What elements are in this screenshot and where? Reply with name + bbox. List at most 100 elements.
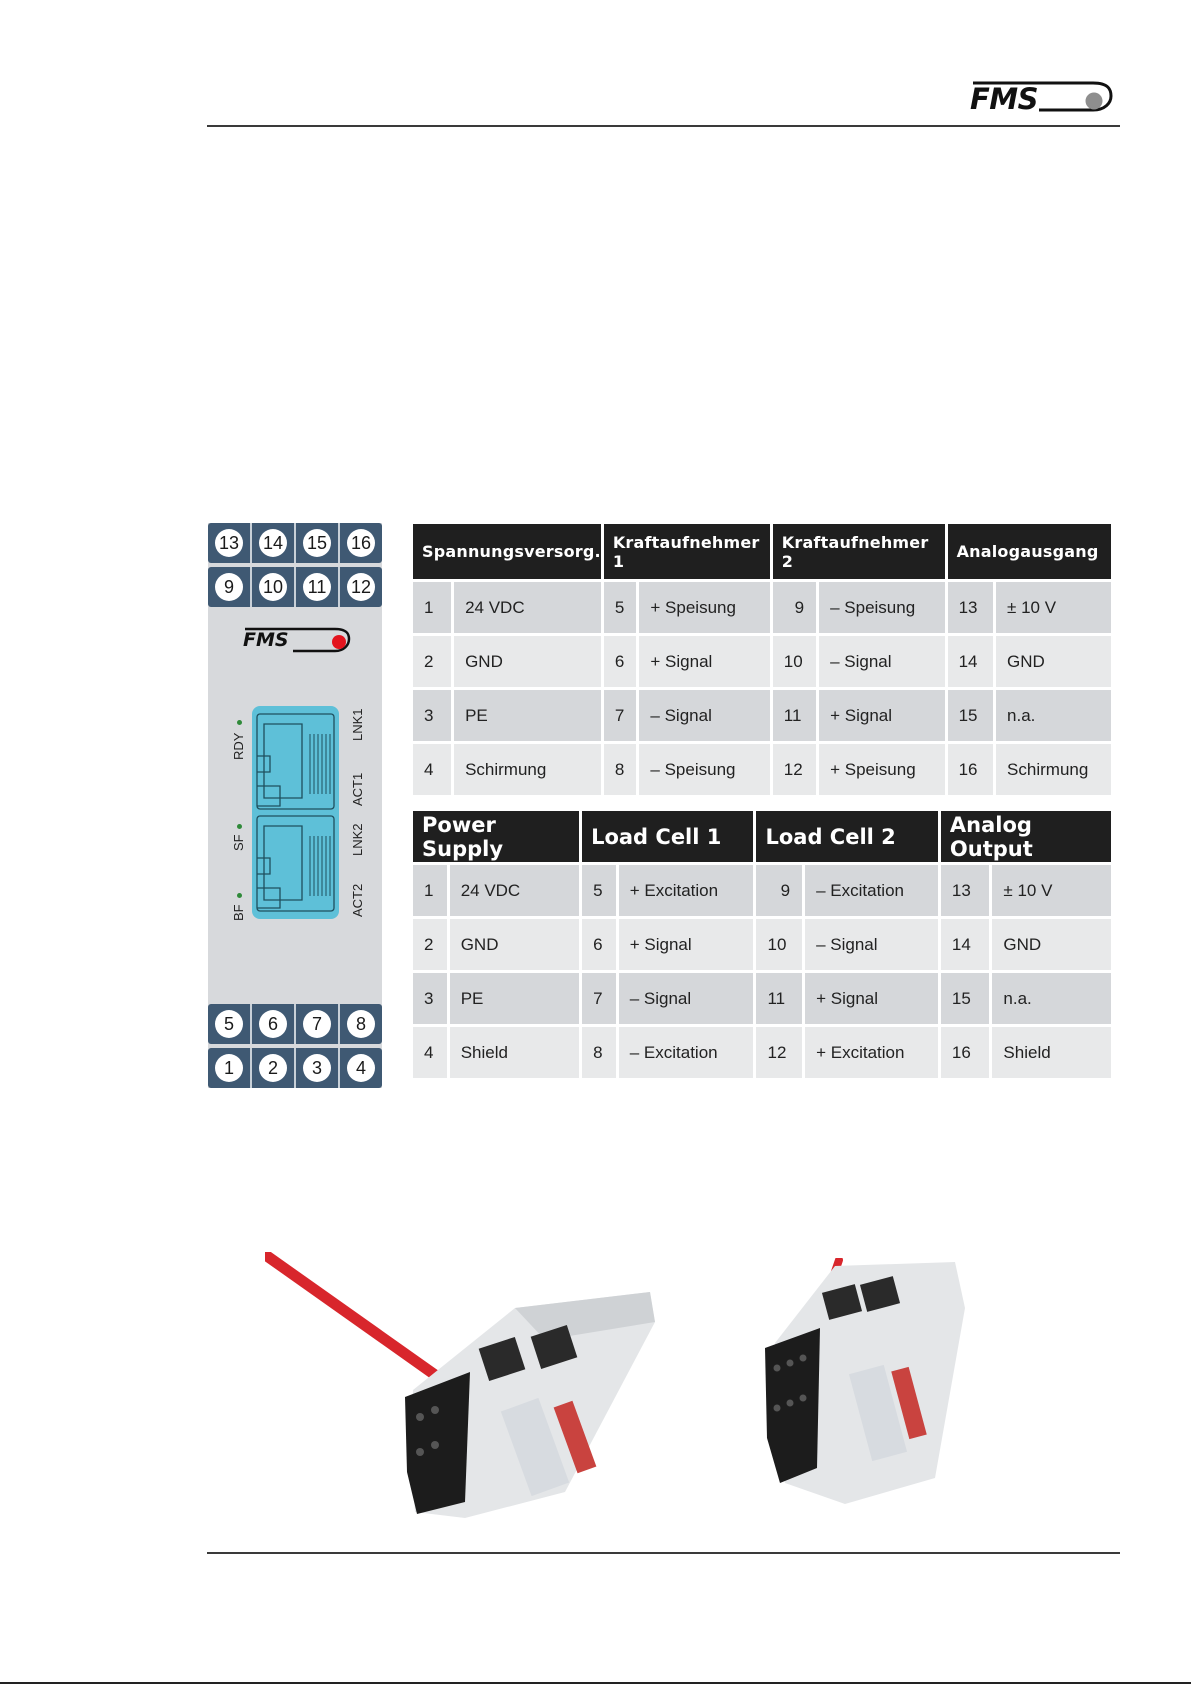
pin-number: 16 — [947, 744, 994, 795]
pin-number: 4 — [413, 744, 452, 795]
table-header-row: Spannungsversorg. Kraftaufnehmer 1 Kraft… — [413, 524, 1111, 579]
pin-function: ± 10 V — [992, 865, 1111, 916]
pin-function: Shield — [992, 1027, 1111, 1078]
terminal-14: 14 — [259, 529, 287, 557]
pin-function: – Excitation — [805, 865, 938, 916]
terminal-9: 9 — [215, 573, 243, 601]
pin-function: + Speisung — [819, 744, 945, 795]
table-header-row: Power Supply Load Cell 1 Load Cell 2 Ana… — [413, 811, 1111, 862]
terminal-1: 1 — [215, 1054, 243, 1082]
pin-number: 5 — [603, 582, 637, 633]
header-power-supply: Spannungsversorg. — [413, 524, 601, 579]
table-row: 1 24 VDC 5 + Excitation 9 – Excitation 1… — [413, 865, 1111, 916]
pin-number: 5 — [582, 865, 616, 916]
pin-number: 12 — [756, 1027, 803, 1078]
pin-function: GND — [996, 636, 1111, 687]
fms-logo: FMS — [969, 80, 1115, 122]
lnk1-label: LNK1 — [350, 708, 365, 741]
pin-number: 3 — [413, 690, 452, 741]
pin-function: n.a. — [996, 690, 1111, 741]
page-edge-rule — [0, 1682, 1191, 1684]
pin-function: GND — [449, 919, 580, 970]
bf-led — [237, 893, 242, 898]
terminal-7: 7 — [303, 1010, 331, 1038]
act1-label: ACT1 — [350, 772, 365, 806]
header-load-cell-2: Load Cell 2 — [756, 811, 938, 862]
table-row: 3 PE 7 – Signal 11 + Signal 15 n.a. — [413, 690, 1111, 741]
pin-function: Schirmung — [996, 744, 1111, 795]
terminal-11: 11 — [303, 573, 331, 601]
pin-function: – Speisung — [819, 582, 945, 633]
pin-function: Schirmung — [454, 744, 601, 795]
pin-number: 9 — [756, 865, 803, 916]
wiring-table-german: Spannungsversorg. Kraftaufnehmer 1 Kraft… — [410, 521, 1114, 798]
sf-led — [237, 824, 242, 829]
pin-number: 2 — [413, 919, 447, 970]
logo-text: FMS — [970, 82, 1039, 116]
terminal-8: 8 — [347, 1010, 375, 1038]
header-rule — [207, 125, 1120, 127]
footer-rule — [207, 1552, 1120, 1554]
pin-number: 11 — [772, 690, 817, 741]
terminal-strip-top-1: 13 14 15 16 — [208, 523, 382, 563]
pin-function: Shield — [449, 1027, 580, 1078]
table-row: 1 24 VDC 5 + Speisung 9 – Speisung 13 ± … — [413, 582, 1111, 633]
pin-number: 6 — [603, 636, 637, 687]
terminal-strip-bottom-2: 1 2 3 4 — [208, 1048, 382, 1088]
pin-number: 7 — [582, 973, 616, 1024]
act2-label: ACT2 — [350, 883, 365, 917]
pin-number: 10 — [756, 919, 803, 970]
pin-function: n.a. — [992, 973, 1111, 1024]
header-power-supply: Power Supply — [413, 811, 580, 862]
pin-function: PE — [449, 973, 580, 1024]
pin-number: 4 — [413, 1027, 447, 1078]
pin-number: 10 — [772, 636, 817, 687]
pin-number: 12 — [772, 744, 817, 795]
pin-number: 15 — [940, 973, 990, 1024]
device-logo: FMS — [243, 627, 353, 657]
pin-function: + Signal — [819, 690, 945, 741]
device-front-panel: 13 14 15 16 9 10 11 12 FMS RDY SF BF — [208, 523, 382, 1088]
table-row: 2 GND 6 + Signal 10 – Signal 14 GND — [413, 636, 1111, 687]
pin-function: GND — [992, 919, 1111, 970]
pin-function: – Speisung — [639, 744, 770, 795]
terminal-16: 16 — [347, 529, 375, 557]
pin-function: GND — [454, 636, 601, 687]
pin-function: – Signal — [819, 636, 945, 687]
pin-number: 2 — [413, 636, 452, 687]
pin-number: 13 — [947, 582, 994, 633]
pin-number: 13 — [940, 865, 990, 916]
terminal-10: 10 — [259, 573, 287, 601]
terminal-4: 4 — [347, 1054, 375, 1082]
pin-function: + Signal — [618, 919, 754, 970]
pin-function: – Signal — [805, 919, 938, 970]
pin-function: + Excitation — [805, 1027, 938, 1078]
pin-function: ± 10 V — [996, 582, 1111, 633]
pin-function: – Signal — [618, 973, 754, 1024]
pin-number: 11 — [756, 973, 803, 1024]
pin-number: 14 — [940, 919, 990, 970]
table-row: 4 Schirmung 8 – Speisung 12 + Speisung 1… — [413, 744, 1111, 795]
sf-label: SF — [231, 834, 246, 851]
terminal-strip-top-2: 9 10 11 12 — [208, 567, 382, 607]
pin-number: 1 — [413, 582, 452, 633]
rdy-label: RDY — [231, 732, 246, 760]
terminal-13: 13 — [215, 529, 243, 557]
photo-screwdriver-terminal-front — [261, 1250, 660, 1520]
pin-number: 16 — [940, 1027, 990, 1078]
pin-function: PE — [454, 690, 601, 741]
header-analog-output: Analog Output — [940, 811, 1111, 862]
table-row: 3 PE 7 – Signal 11 + Signal 15 n.a. — [413, 973, 1111, 1024]
pin-function: + Signal — [805, 973, 938, 1024]
pin-function: 24 VDC — [449, 865, 580, 916]
bf-label: BF — [231, 904, 246, 921]
header-load-cell-1: Kraftaufnehmer 1 — [603, 524, 770, 579]
rdy-led — [237, 720, 242, 725]
pin-number: 7 — [603, 690, 637, 741]
pin-number: 15 — [947, 690, 994, 741]
pin-number: 9 — [772, 582, 817, 633]
pin-number: 3 — [413, 973, 447, 1024]
pin-function: + Signal — [639, 636, 770, 687]
pin-function: – Signal — [639, 690, 770, 741]
pin-number: 1 — [413, 865, 447, 916]
